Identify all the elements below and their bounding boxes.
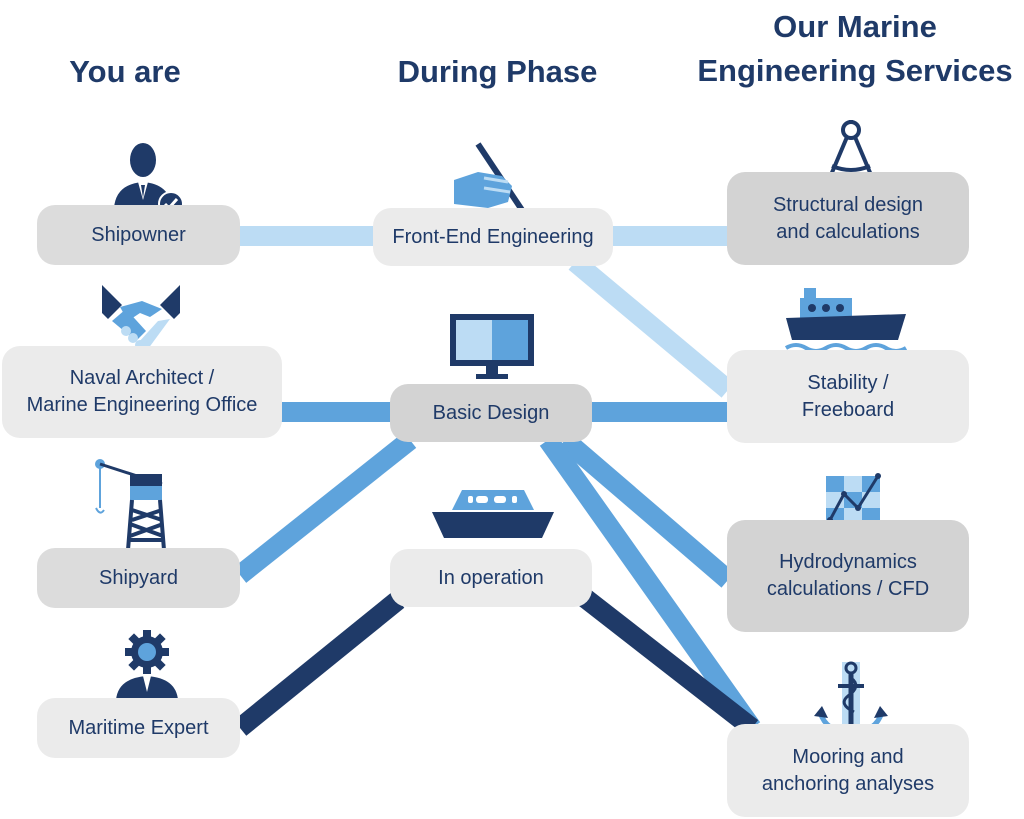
service-hydro-line2: calculations / CFD: [766, 578, 930, 600]
connector-operation-mooring: [578, 590, 759, 736]
heading-services-line1: Our Marine: [773, 9, 937, 44]
phase-front-end-engineering: Front-End Engineering: [373, 208, 613, 266]
ship-icon: [432, 490, 554, 538]
role-shipowner: Shipowner: [37, 205, 240, 265]
connector-basic-hydro: [558, 432, 735, 588]
expert-gear-icon: [116, 630, 178, 700]
service-stability-line2: Freeboard: [801, 398, 895, 421]
shipyard-crane-icon: [95, 459, 166, 551]
service-structural-line1: Structural design: [772, 193, 924, 216]
role-shipyard: Shipyard: [37, 548, 240, 608]
connector-frontend-stability: [568, 254, 735, 398]
service-mooring-line2: anchoring analyses: [761, 772, 935, 795]
role-shipowner-label: Shipowner: [91, 223, 186, 246]
monitor-icon: [450, 314, 534, 379]
phase-basic-design-label: Basic Design: [432, 401, 550, 424]
role-shipyard-label: Shipyard: [99, 566, 178, 589]
service-structural-design: Structural design and calculations: [727, 172, 969, 265]
heading-during-phase: During Phase: [397, 54, 598, 89]
connector-basic-mooring: [539, 434, 761, 734]
service-structural-line2: and calculations: [776, 220, 920, 243]
heading-services-line2: Engineering Services: [697, 53, 1013, 88]
service-stability-freeboard: Stability / Freeboard: [727, 350, 969, 443]
role-naval-architect-line1: Naval Architect /: [69, 367, 215, 389]
service-stability-line1: Stability /: [807, 371, 889, 394]
connector-shipyard-basic: [233, 432, 417, 583]
hand-pen-icon: [454, 142, 525, 212]
phase-front-end-label: Front-End Engineering: [392, 225, 594, 248]
service-mooring-line1: Mooring and: [792, 745, 904, 768]
service-hydro-line1: Hydrodynamics: [779, 551, 917, 573]
handshake-icon: [102, 285, 180, 350]
connector-expert-operation: [233, 592, 405, 736]
role-naval-architect-line2: Marine Engineering Office: [26, 394, 258, 416]
service-mooring-anchoring: Mooring and anchoring analyses: [727, 724, 969, 817]
service-hydrodynamics: Hydrodynamics calculations / CFD: [727, 520, 969, 632]
heading-you-are: You are: [69, 54, 181, 89]
heading-services: Our Marine Engineering Services: [690, 5, 1020, 93]
phase-basic-design: Basic Design: [390, 384, 592, 442]
phase-in-operation-label: In operation: [438, 566, 544, 589]
role-naval-architect: Naval Architect / Marine Engineering Off…: [2, 346, 282, 438]
phase-in-operation: In operation: [390, 549, 592, 607]
anchor-icon: [814, 661, 888, 737]
role-maritime-expert-label: Maritime Expert: [68, 716, 209, 739]
role-maritime-expert: Maritime Expert: [37, 698, 240, 758]
